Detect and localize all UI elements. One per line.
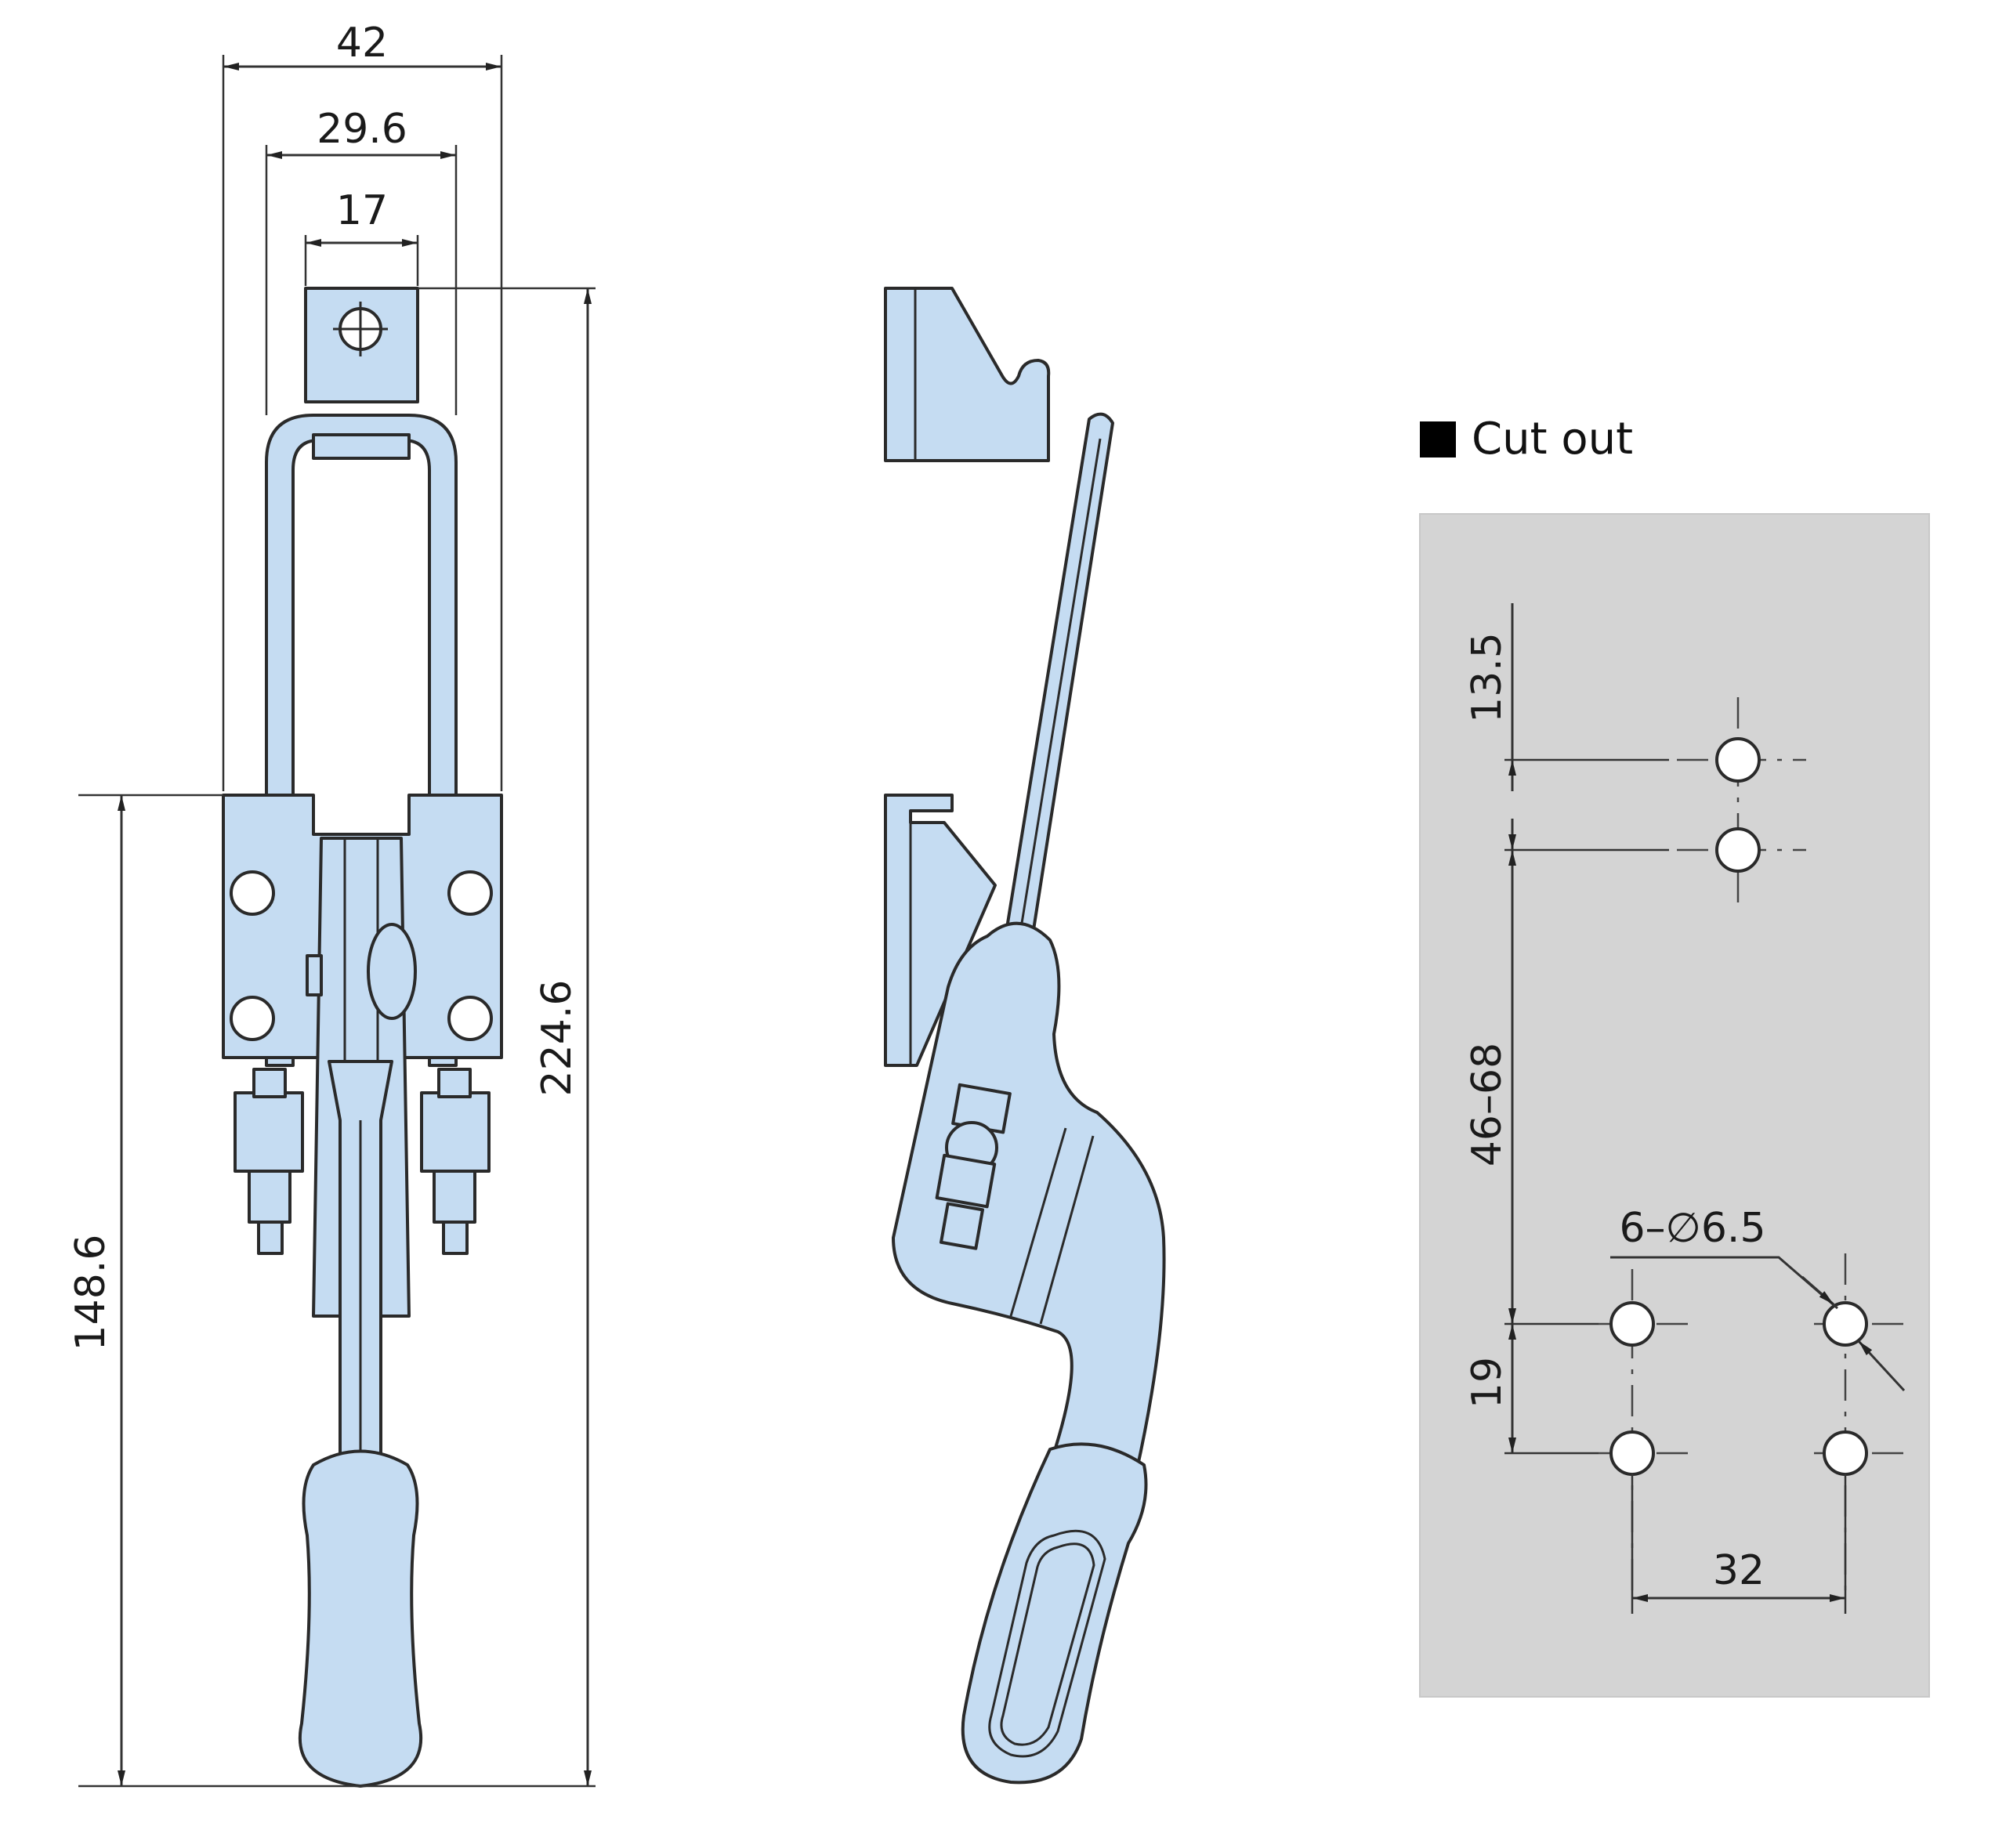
front-dimensions: 42 29.6 17 224.6 148.6 [67, 20, 596, 1788]
handle-grip [298, 1449, 423, 1788]
cutout-dim-hole-spec: 6–∅6.5 [1619, 1205, 1765, 1252]
dim-width-mid: 29.6 [317, 106, 407, 153]
cutout-hole [1609, 1430, 1655, 1476]
dim-width-overall: 42 [336, 20, 388, 67]
legend-square-icon [1420, 421, 1456, 457]
cutout-hole [1715, 827, 1761, 873]
front-view [222, 287, 503, 1788]
cutout-background [1419, 513, 1930, 1698]
base-hole-top-left [230, 870, 275, 916]
cutout-dim-bottom-spacing: 19 [1464, 1357, 1511, 1409]
cutout-hole [1823, 1430, 1868, 1476]
legend-label: Cut out [1472, 414, 1634, 465]
dim-width-top: 17 [336, 187, 388, 234]
side-lever-body [892, 921, 1166, 1474]
catch-plate [884, 287, 1051, 462]
cutout-hole [1609, 1301, 1655, 1347]
base-hole-top-right [447, 870, 493, 916]
cutout-hole [1715, 737, 1761, 783]
dim-height-total: 224.6 [534, 980, 581, 1097]
side-view [884, 287, 1166, 1785]
base-hole-bottom-left [230, 996, 275, 1041]
side-handle-grip [961, 1442, 1148, 1785]
cutout-dim-range: 46–68 [1464, 1043, 1511, 1166]
base-hole-bottom-right [447, 996, 493, 1041]
cutout-panel: 13.5 46–68 19 6–∅6.5 32 [1419, 513, 1930, 1698]
cutout-dim-top-spacing: 13.5 [1464, 632, 1511, 723]
cutout-dim-horizontal-spacing: 32 [1713, 1547, 1765, 1594]
lever-rod [995, 412, 1114, 996]
dim-height-lower: 148.6 [67, 1235, 114, 1351]
cutout-hole [1823, 1301, 1868, 1347]
cutout-legend: Cut out [1420, 414, 1633, 465]
side-bracket [884, 794, 997, 1067]
